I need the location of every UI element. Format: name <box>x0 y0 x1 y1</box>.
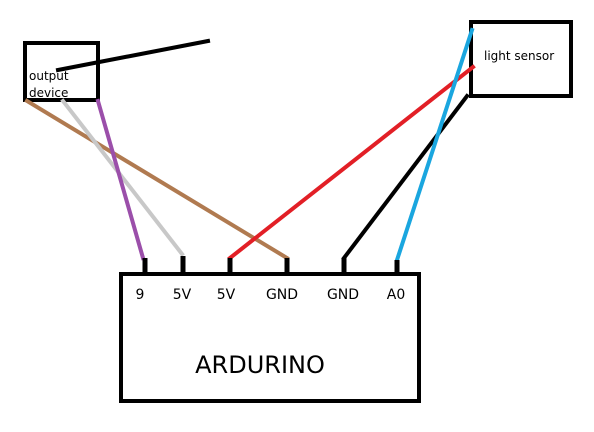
wire-blue-sensor-to-a0 <box>394 27 475 263</box>
output-device-label-line2: device <box>29 86 68 100</box>
pin-label-9: 9 <box>136 287 145 303</box>
light-sensor-label: light sensor <box>484 49 554 63</box>
pin-label-gnd-output: GND <box>266 287 298 303</box>
wire-brown-output-to-gnd <box>24 98 290 261</box>
arduino-board <box>119 272 421 403</box>
output-device-label-line1: output <box>29 69 69 83</box>
light-sensor-box <box>469 20 573 98</box>
pin-label-a0: A0 <box>387 287 405 303</box>
wire-red-sensor-to-5v <box>227 64 476 261</box>
board-label: ARDURINO <box>195 351 325 379</box>
wire-purple-output-to-pin9 <box>95 98 146 261</box>
wire-black-sensor-to-gnd <box>341 93 470 261</box>
pin-label-5v-sensor: 5V <box>217 287 236 303</box>
pin-label-5v-output: 5V <box>173 287 192 303</box>
wire-gray-output-to-5v <box>60 98 185 257</box>
wire-output-loose-black <box>55 38 211 73</box>
pin-label-gnd-sensor: GND <box>327 287 359 303</box>
